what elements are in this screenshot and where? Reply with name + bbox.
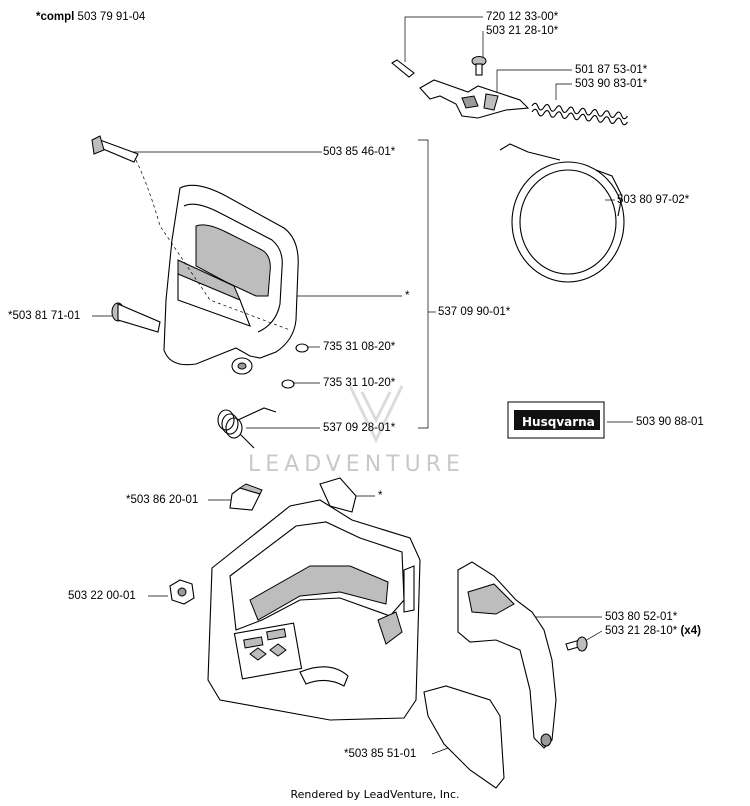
torsion-spring-part [217, 407, 277, 449]
plate-part [423, 685, 505, 789]
clutch-cover-part [207, 477, 421, 721]
husqvarna-logo-text: Husqvarna [522, 415, 595, 429]
cylinder-part [231, 357, 253, 375]
pivot-bushing-part [111, 302, 161, 333]
screw-part-bottom [565, 636, 588, 652]
part-label-720-12-33-00[interactable]: 720 12 33-00* [486, 11, 559, 23]
part-label-537-09-28-01[interactable]: 537 09 28-01* [323, 422, 396, 434]
screw-part-top [471, 56, 487, 76]
part-label-503-90-83-01[interactable]: 503 90 83-01* [575, 78, 648, 90]
footer-text: Rendered by LeadVenture, Inc. [290, 788, 460, 801]
part-label-503-22-00-01[interactable]: 503 22 00-01 [68, 590, 136, 602]
pin-part [391, 59, 415, 78]
part-label-star-bracket: * [378, 490, 383, 502]
husqvarna-decal-part [507, 401, 605, 439]
leader-lines [92, 16, 633, 755]
clip-part [229, 483, 263, 511]
spring-part [531, 102, 628, 126]
nut-part [169, 579, 195, 605]
part-label-735-31-10-20[interactable]: 735 31 10-20* [323, 377, 396, 389]
chain-guard-part [457, 561, 557, 749]
part-label-501-87-53-01[interactable]: 501 87 53-01* [575, 64, 648, 76]
shoulder-bolt-part [91, 135, 291, 331]
part-label-503-80-52-01[interactable]: 503 80 52-01* [605, 611, 678, 623]
part-label-star-cover: * [405, 290, 410, 302]
chain-brake-handle-part [163, 184, 299, 366]
watermark-emblem [348, 385, 404, 444]
part-label-503-85-46-01[interactable]: 503 85 46-01* [323, 146, 396, 158]
brake-lever-part [419, 79, 530, 119]
part-label-537-09-90-01[interactable]: 537 09 90-01* [438, 306, 511, 318]
part-label-503-21-28-10-top[interactable]: 503 21 28-10* [486, 25, 559, 37]
part-label-503-85-51-01[interactable]: *503 85 51-01 [344, 748, 417, 760]
title-prefix: *compl [36, 11, 75, 23]
title: *compl 503 79 91-04 [36, 10, 145, 24]
washer-part-2 [281, 379, 295, 389]
part-label-503-80-97-02[interactable]: 503 80 97-02* [617, 194, 690, 206]
part-label-503-21-28-10-bottom[interactable]: 503 21 28-10* (x4) [605, 624, 701, 638]
brake-band-part [499, 143, 625, 283]
part-label-735-31-08-20[interactable]: 735 31 08-20* [323, 341, 396, 353]
quantity-badge: (x4) [680, 625, 701, 637]
part-label-503-86-20-01[interactable]: *503 86 20-01 [126, 494, 199, 506]
watermark-text: LEADVENTURE [248, 452, 465, 477]
part-number: 503 21 28-10* [605, 625, 678, 637]
part-label-503-81-71-01[interactable]: *503 81 71-01 [8, 310, 81, 322]
washer-part-1 [295, 343, 309, 353]
part-label-503-90-88-01[interactable]: 503 90 88-01 [636, 416, 704, 428]
title-number: 503 79 91-04 [77, 11, 146, 23]
